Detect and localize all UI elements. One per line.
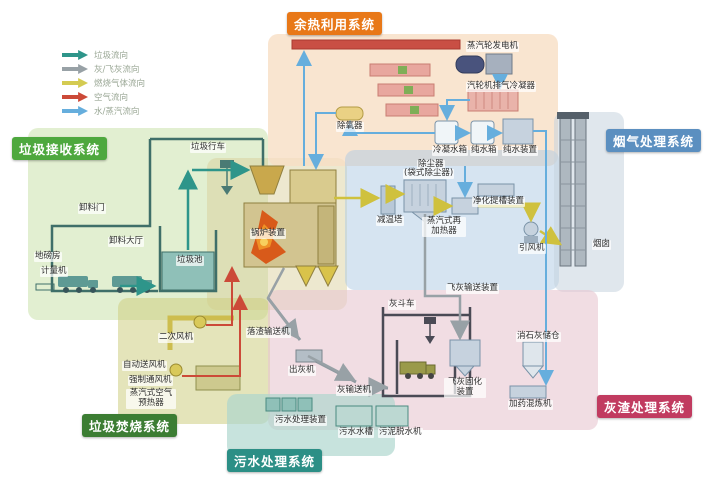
air-flow-arrow-icon [62, 92, 88, 102]
sewage-tank-glyph [335, 405, 373, 427]
ash-flow-arrow-icon [62, 64, 88, 74]
badge-reception-system: 垃圾接收系统 [12, 137, 108, 160]
label-sludge-dewater: 污泥脱水机 [378, 427, 423, 438]
label-turbine: 蒸汽轮发电机 [466, 41, 520, 52]
purifier-glyph [477, 183, 515, 197]
ash-crane-glyph [424, 317, 436, 344]
steam-header-glyph [291, 39, 461, 50]
label-condensate-tank: 冷凝水箱 [432, 145, 469, 156]
legend-label: 水/蒸汽流向 [94, 107, 140, 117]
label-waste-pit: 垃圾池 [176, 255, 204, 266]
label-weigher: 计量机 [40, 266, 68, 277]
label-waste-crane: 垃圾行车 [190, 142, 227, 153]
ash-pit-building [381, 307, 472, 398]
waste-crane-glyph [220, 160, 234, 195]
label-purifier: 净化提槽装置 [472, 196, 526, 207]
forced-fan-glyph [169, 363, 183, 377]
label-ash-discharger: 出灰机 [288, 365, 316, 376]
flow-legend: 垃圾流向 灰/飞灰流向 燃烧气体流向 空气流向 水/蒸汽流向 [62, 50, 145, 120]
legend-item-gas: 燃烧气体流向 [62, 78, 146, 89]
legend-item-waste: 垃圾流向 [62, 50, 145, 61]
label-sewage-device: 污水处理装置 [274, 415, 328, 426]
pure-water-tank-glyph [470, 120, 495, 145]
boiler-glyph [243, 165, 339, 288]
label-air-preheater: 蒸汽式空气预热器 [126, 388, 176, 409]
label-pure-water-tank: 纯水箱 [470, 145, 498, 156]
label-weighbridge: 地磅房 [34, 251, 62, 262]
label-id-fan: 引风机 [518, 243, 546, 254]
sewage-cells-glyph [265, 397, 313, 412]
condenser-glyph [467, 89, 519, 112]
reception-building [50, 137, 265, 293]
label-chimney: 烟囱 [592, 239, 612, 250]
dewater-glyph [375, 405, 409, 427]
label-boiler: 锅炉装置 [250, 228, 287, 239]
label-flyash-conveyor: 飞灰输送装置 [446, 283, 500, 294]
label-flyash-solidifier: 飞灰固化装置 [444, 377, 486, 398]
legend-item-ash: 灰/飞灰流向 [62, 64, 145, 75]
heat-exchanger-glyphs [369, 63, 439, 117]
legend-item-water: 水/蒸汽流向 [62, 106, 145, 117]
badge-sewage-system: 污水处理系统 [227, 449, 323, 472]
label-ash-conveyor: 灰输送机 [336, 385, 373, 396]
gas-flow-arrow-icon [62, 78, 88, 88]
waste-flow-arrow-icon [62, 50, 88, 60]
legend-label: 灰/飞灰流向 [94, 65, 140, 75]
cooling-tower-glyph [380, 185, 396, 215]
label-secondary-fan: 二次风机 [158, 332, 195, 343]
air-flow-lines [182, 266, 248, 377]
label-cooling-tower: 减温塔 [376, 215, 404, 226]
secondary-fan-glyph [193, 315, 207, 329]
label-unload-door: 卸料门 [78, 203, 106, 214]
badge-incineration-system: 垃圾焚烧系统 [82, 414, 178, 437]
ash-conveyor-glyphs [266, 297, 388, 390]
legend-label: 燃烧气体流向 [94, 79, 146, 89]
label-reheater: 蒸汽式再加热器 [422, 216, 466, 237]
turbine-generator-glyph [455, 53, 513, 75]
legend-label: 垃圾流向 [94, 51, 129, 61]
air-preheater-glyph [195, 365, 241, 391]
dosing-mixer-glyph [509, 385, 547, 399]
id-fan-glyph [523, 221, 539, 243]
label-deaerator: 除氧器 [336, 121, 364, 132]
label-slag-conveyor: 落渣输送机 [246, 327, 291, 338]
waste-flow-lines [120, 160, 251, 296]
chimney-glyph [557, 112, 589, 267]
lime-silo-glyph [521, 341, 545, 379]
label-sewage-tank: 污水水槽 [338, 427, 375, 438]
badge-waste-heat-system: 余热利用系统 [287, 12, 383, 35]
label-dosing-mixer: 加药混炼机 [508, 399, 553, 410]
label-pure-water-device: 纯水装置 [502, 145, 539, 156]
label-ash-cart: 灰斗车 [388, 299, 416, 310]
garbage-truck-glyph [58, 276, 152, 293]
legend-item-air: 空气流向 [62, 92, 145, 103]
flyash-solidifier-glyph [449, 339, 481, 377]
weighbridge-glyph [35, 283, 55, 291]
label-dust-collector-sub: (袋式除尘器) [403, 168, 455, 179]
deaerator-glyph [335, 106, 364, 121]
condensate-tank-glyph [434, 120, 459, 145]
label-forced-fan: 强制通风机 [128, 375, 173, 386]
pure-water-device-glyph [502, 118, 534, 145]
badge-ash-system: 灰渣处理系统 [597, 395, 693, 418]
label-unload-hall: 卸料大厅 [108, 236, 145, 247]
label-lime-silo: 消石灰储仓 [516, 331, 561, 342]
ash-truck-glyph [399, 361, 436, 379]
label-condenser: 汽轮机排气冷凝器 [466, 81, 537, 92]
water-flow-arrow-icon [62, 106, 88, 116]
badge-flue-gas-system: 烟气处理系统 [606, 129, 702, 152]
label-dust-collector: 除尘器 [417, 159, 445, 170]
label-auto-fan: 自动送风机 [122, 360, 167, 371]
legend-label: 空气流向 [94, 93, 129, 103]
